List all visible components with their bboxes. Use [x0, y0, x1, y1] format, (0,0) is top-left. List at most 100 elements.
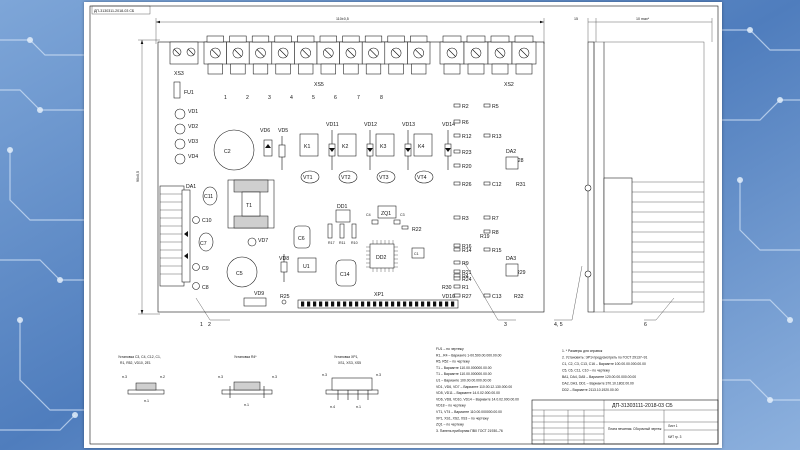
diode-label: VD12 — [364, 122, 377, 128]
capacitor-c4: C4 — [366, 213, 379, 225]
diode: VD14 — [442, 122, 455, 170]
screw-terminal — [316, 35, 340, 75]
screw-terminal — [407, 35, 431, 75]
resistor-label: R28 — [514, 158, 524, 164]
resistor: R31 — [516, 182, 526, 188]
svg-text:C6: C6 — [298, 236, 305, 242]
svg-text:VD2: VD2 — [188, 124, 198, 130]
chip-dd1: DD1 — [335, 204, 351, 223]
spec-line: 3. Панель приборная ПВХ ГОСТ 21930–76 — [436, 429, 503, 433]
resistor-label: R8 — [492, 230, 499, 236]
connector-pin — [379, 301, 383, 307]
screw-terminal — [339, 35, 363, 75]
diode-vd7: VD7 — [247, 237, 268, 247]
led-vd2: VD2 — [174, 123, 198, 135]
resistor-label: R1 — [462, 285, 469, 291]
spec-line: VT1, VT4 – Варианте 110.00.000000.00.00 — [436, 410, 502, 414]
resistor-label: R32 — [514, 294, 524, 300]
resistor-label: R29 — [516, 270, 526, 276]
resistor-label: R16 — [462, 244, 472, 250]
connector-pin — [409, 301, 413, 307]
svg-text:п.3: п.3 — [122, 375, 127, 379]
connector-pin — [451, 301, 455, 307]
pin-number: 5 — [312, 95, 315, 101]
connector-pin — [337, 301, 341, 307]
connector-pin — [331, 301, 335, 307]
pin-number: 2 — [246, 95, 249, 101]
callout-2: 2 — [208, 322, 211, 328]
resistor: R7 — [483, 215, 499, 222]
callout-1: 1 — [200, 322, 203, 328]
svg-text:R22: R22 — [412, 227, 422, 233]
svg-text:C9: C9 — [202, 266, 209, 272]
title-block: ДП-31303111-2018-03 СБ Плата печатная. С… — [531, 399, 719, 445]
svg-text:VD7: VD7 — [258, 238, 268, 244]
resistor-r22: R22 — [401, 225, 422, 233]
resistor-label: C12 — [492, 182, 502, 188]
screw-terminal — [511, 35, 537, 75]
resistor: R13 — [483, 133, 502, 140]
screw-terminal — [384, 35, 408, 75]
diode-vd5: VD5 — [278, 128, 288, 170]
callout-6: 6 — [644, 322, 647, 328]
svg-text:XS1, XS3, XS5: XS1, XS3, XS5 — [338, 361, 361, 365]
capacitor-c14: C14 — [335, 259, 357, 287]
transistor: VT1 — [300, 170, 320, 184]
drawing-sheet: ДП-3130311-2018-03 СБ 110±0,5 90±0,5 XS3… — [84, 2, 722, 448]
spec-line: R1...R4 – Варианте 1-00.500.00.000.00.00 — [436, 353, 502, 357]
svg-text:VD6: VD6 — [260, 128, 270, 134]
resistor: R26 — [453, 181, 472, 188]
connector-pin — [343, 301, 347, 307]
relay-label: K3 — [380, 144, 386, 150]
svg-text:VD3: VD3 — [188, 139, 198, 145]
svg-text:C11: C11 — [204, 194, 213, 200]
diode: VD12 — [364, 122, 377, 170]
terminal-block-xs2 — [439, 35, 537, 75]
svg-text:VD1: VD1 — [188, 109, 198, 115]
screw-terminal — [226, 35, 250, 75]
spec-line: FU1 – по чертежу — [436, 347, 464, 351]
resistor: R24 — [453, 276, 472, 283]
title-block-org: КИТ гр. 3 — [668, 435, 682, 439]
resistor-label: R23 — [462, 150, 472, 156]
svg-text:DA3: DA3 — [506, 256, 516, 262]
regulator-da1: DA1 — [159, 184, 196, 287]
svg-text:ZQ1: ZQ1 — [381, 211, 391, 217]
svg-text:п.2: п.2 — [160, 375, 165, 379]
fuse-fu1: FU1 — [173, 81, 194, 99]
screw-terminal — [294, 35, 318, 75]
label-xs3: XS3 — [174, 71, 184, 77]
resistor: R32 — [514, 294, 524, 300]
transistor: VT4 — [414, 170, 434, 184]
pin-number: 4 — [290, 95, 293, 101]
svg-text:XP1: XP1 — [374, 292, 384, 298]
resistor: R3 — [453, 215, 469, 222]
connector-pin — [319, 301, 323, 307]
svg-text:C2: C2 — [224, 149, 231, 155]
resistor: R5 — [483, 103, 499, 110]
transistor-label: VT4 — [417, 175, 427, 181]
svg-text:п.3: п.3 — [218, 375, 223, 379]
chip-dd2: DD2 — [366, 240, 398, 272]
spec-line: T1 – Варианте 110.00.000000.00.00 — [436, 366, 492, 370]
connector-pin — [421, 301, 425, 307]
screw-terminal — [487, 35, 513, 75]
svg-text:R25: R25 — [280, 294, 290, 300]
label-xs2: XS2 — [504, 82, 514, 88]
resistor-label: R15 — [492, 248, 502, 254]
svg-text:п.4: п.4 — [330, 405, 335, 409]
svg-text:п.3: п.3 — [376, 373, 381, 377]
resistor: R15 — [483, 247, 502, 254]
svg-text:C5: C5 — [236, 271, 243, 277]
corner-code: ДП-3130311-2018-03 СБ — [94, 9, 135, 13]
connector-pin — [385, 301, 389, 307]
screw-terminal — [361, 35, 386, 75]
svg-text:VD5: VD5 — [278, 128, 288, 134]
svg-text:T1: T1 — [246, 203, 252, 209]
spec-line: VD6, VD8, VD10, VD14 – Варианте 14.0.02.… — [436, 397, 519, 401]
note-line: С5, С6, С11, С10 – по чертежу — [562, 369, 610, 373]
module-u1: U1 — [297, 257, 317, 273]
